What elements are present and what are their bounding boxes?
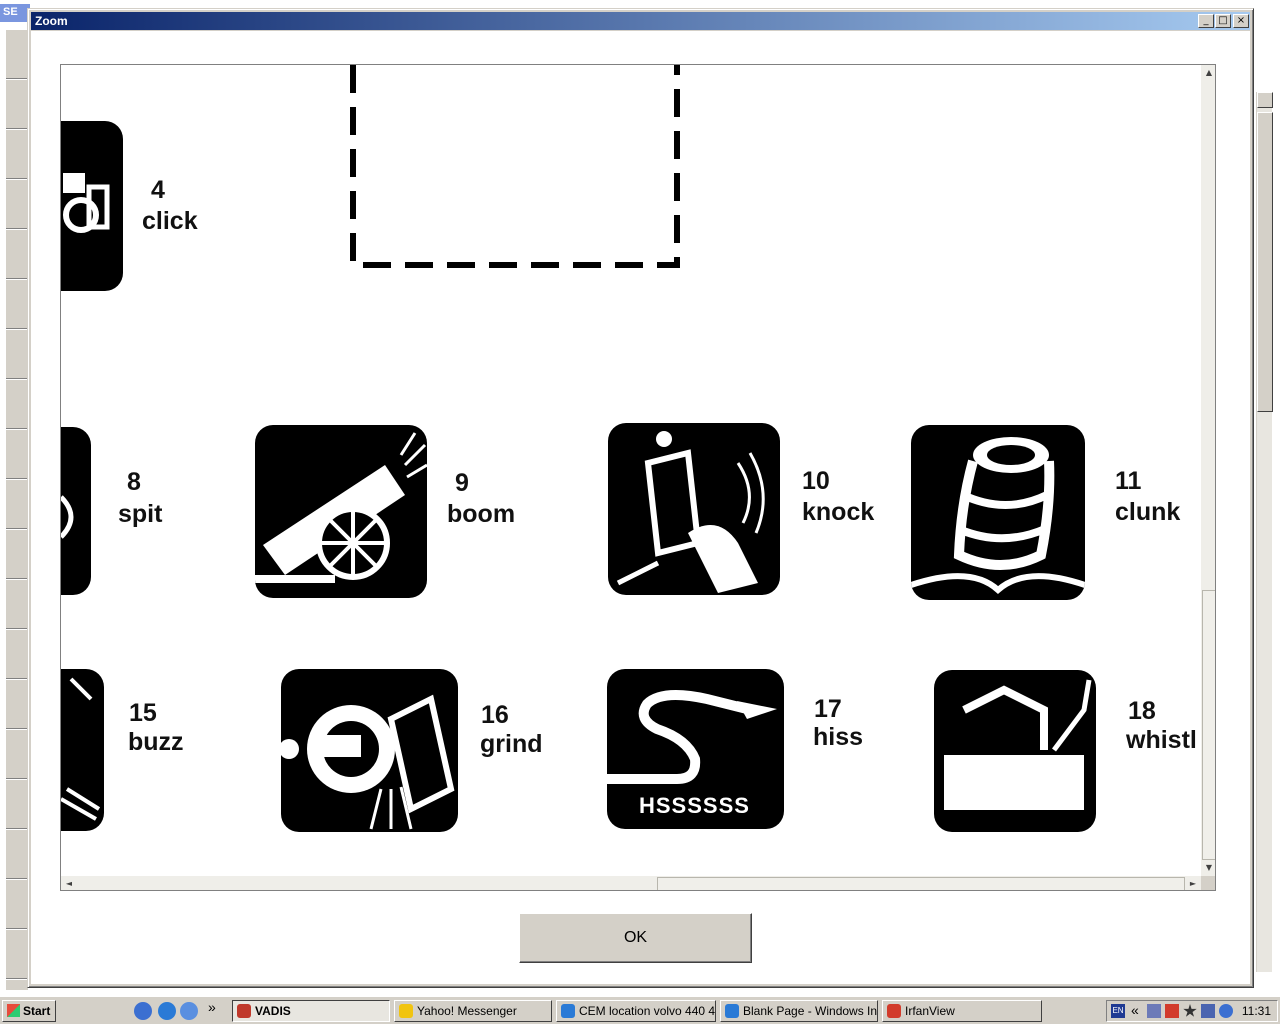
quicklaunch-browser-icon[interactable]	[134, 1002, 152, 1020]
task-label: CEM location volvo 440 4...	[579, 1004, 716, 1018]
knock-icon	[608, 423, 780, 595]
quicklaunch-app-icon[interactable]	[180, 1002, 198, 1020]
dashed-placeholder-frame	[350, 65, 680, 268]
background-scroll-thumb[interactable]	[1257, 112, 1273, 412]
vertical-scroll-thumb[interactable]	[1202, 590, 1215, 860]
item-8-word: spit	[118, 500, 163, 528]
scroll-left-arrow-icon[interactable]: ◄	[61, 876, 77, 890]
clock: 11:31	[1241, 1004, 1271, 1018]
background-scrollbar[interactable]	[1256, 92, 1273, 972]
spit-icon	[61, 427, 91, 595]
kettle-whistle-icon	[934, 670, 1096, 832]
taskbar: Start » VADIS Yahoo! Messenger CEM locat…	[0, 996, 1280, 1024]
ok-button[interactable]: OK	[519, 913, 752, 963]
display-icon[interactable]	[1201, 1004, 1215, 1018]
vertical-scrollbar[interactable]: ▲ ▼	[1201, 65, 1215, 876]
scroll-up-arrow-icon[interactable]: ▲	[1201, 65, 1215, 81]
item-16-number: 16	[481, 701, 509, 729]
zoom-dialog: Zoom _ □ × 4 click 8	[27, 8, 1254, 988]
task-vadis[interactable]: VADIS	[232, 1000, 390, 1022]
ie-icon	[561, 1004, 575, 1018]
start-label: Start	[23, 1004, 51, 1018]
dialog-title: Zoom	[35, 14, 68, 28]
task-irfanview[interactable]: IrfanView	[882, 1000, 1042, 1022]
item-9-word: boom	[447, 500, 516, 528]
cannon-boom-icon	[255, 425, 427, 598]
task-label: Blank Page - Windows In...	[743, 1004, 878, 1018]
snake-hiss-icon: HSSSSSS	[607, 669, 784, 829]
hiss-icon-text: HSSSSSS	[639, 793, 750, 818]
minimize-button[interactable]: _	[1198, 14, 1214, 28]
grinder-icon	[281, 669, 458, 832]
dialog-titlebar[interactable]: Zoom _ □ ×	[31, 12, 1250, 30]
task-ie-cem-location[interactable]: CEM location volvo 440 4...	[556, 1000, 716, 1022]
item-15-number: 15	[129, 699, 157, 727]
zoomed-image: 4 click 8 spit 9	[61, 65, 1201, 876]
network-icon[interactable]	[1147, 1004, 1161, 1018]
irfanview-icon	[887, 1004, 901, 1018]
item-4-number: 4	[151, 176, 165, 204]
language-indicator-icon[interactable]: EN	[1111, 1004, 1125, 1018]
click-icon	[61, 121, 123, 291]
scroll-down-arrow-icon[interactable]: ▼	[1201, 860, 1215, 876]
close-button[interactable]: ×	[1233, 14, 1249, 28]
item-8-number: 8	[127, 468, 141, 496]
scrollbar-corner	[1201, 876, 1215, 890]
item-18-number: 18	[1128, 697, 1156, 725]
alert-icon[interactable]	[1165, 1004, 1179, 1018]
maximize-button[interactable]: □	[1215, 14, 1231, 28]
zoom-image-viewport[interactable]: 4 click 8 spit 9	[60, 64, 1216, 891]
vadis-icon	[237, 1004, 251, 1018]
windows-logo-icon	[7, 1004, 20, 1017]
buzz-icon	[61, 669, 104, 831]
item-16-word: grind	[480, 730, 543, 758]
ie-icon	[725, 1004, 739, 1018]
item-17-number: 17	[814, 695, 842, 723]
item-9-number: 9	[455, 469, 469, 497]
star-icon[interactable]	[1183, 1004, 1197, 1017]
barrels-clunk-icon	[911, 425, 1085, 600]
item-18-word: whistl	[1126, 726, 1197, 754]
dialog-client-area: 4 click 8 spit 9	[31, 31, 1250, 984]
yahoo-smiley-icon	[399, 1004, 413, 1018]
item-11-word: clunk	[1115, 498, 1181, 526]
background-scroll-up-button[interactable]	[1257, 92, 1273, 108]
scroll-right-arrow-icon[interactable]: ►	[1185, 876, 1201, 890]
item-15-word: buzz	[128, 728, 184, 756]
item-10-word: knock	[802, 498, 875, 526]
quicklaunch-ie-icon[interactable]	[158, 1002, 176, 1020]
task-yahoo-messenger[interactable]: Yahoo! Messenger	[394, 1000, 552, 1022]
background-window-title: SE	[0, 4, 30, 22]
task-label: Yahoo! Messenger	[417, 1004, 517, 1018]
horizontal-scrollbar[interactable]: ◄ ►	[61, 876, 1201, 890]
start-button[interactable]: Start	[2, 1000, 56, 1022]
system-tray: EN « 11:31	[1106, 1000, 1278, 1022]
item-17-word: hiss	[813, 723, 864, 751]
quicklaunch-more-icon[interactable]: »	[208, 999, 216, 1015]
task-ie-blank-page[interactable]: Blank Page - Windows In...	[720, 1000, 878, 1022]
info-icon[interactable]	[1219, 1004, 1233, 1018]
item-10-number: 10	[802, 467, 830, 495]
item-4-word: click	[142, 207, 198, 235]
task-label: VADIS	[255, 1004, 291, 1018]
task-label: IrfanView	[905, 1004, 955, 1018]
item-11-number: 11	[1115, 467, 1142, 495]
horizontal-scroll-thumb[interactable]	[657, 877, 1185, 890]
background-left-panel	[6, 30, 28, 990]
tray-expand-icon[interactable]: «	[1131, 1002, 1139, 1018]
